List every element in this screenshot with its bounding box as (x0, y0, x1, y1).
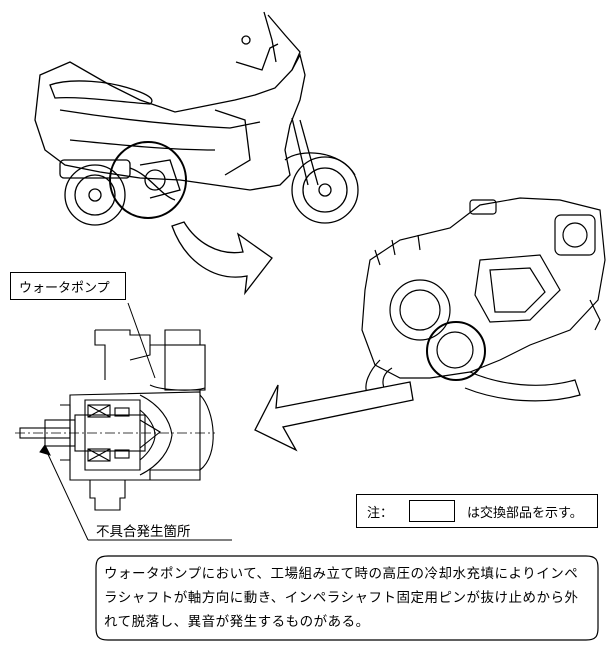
replacement-part-swatch (409, 500, 456, 522)
water-pump-cross-section (15, 329, 215, 511)
legend-prefix: 注： (367, 505, 394, 521)
description-box (95, 555, 599, 641)
arrow-to-pump (254, 381, 414, 452)
legend-box: 注： は交換部品を示す。 (356, 494, 598, 528)
pump-label: ウォータポンプ (19, 281, 110, 296)
legend-suffix: は交換部品を示す。 (467, 505, 583, 521)
pump-label-box: ウォータポンプ (10, 272, 126, 300)
defect-leader-line (45, 449, 89, 541)
engine-illustration (361, 197, 606, 402)
defect-label: 不具合発生箇所 (96, 524, 191, 540)
pump-leader-line (127, 302, 156, 379)
arrow-to-engine (171, 221, 273, 296)
scooter-highlight-circle (109, 141, 187, 219)
scooter-illustration (34, 11, 359, 226)
engine-highlight-circle (426, 321, 486, 381)
description-text: ウォータポンプにおいて、工場組み立て時の高圧の冷却水充填によりインペラシャフトが… (104, 566, 579, 630)
